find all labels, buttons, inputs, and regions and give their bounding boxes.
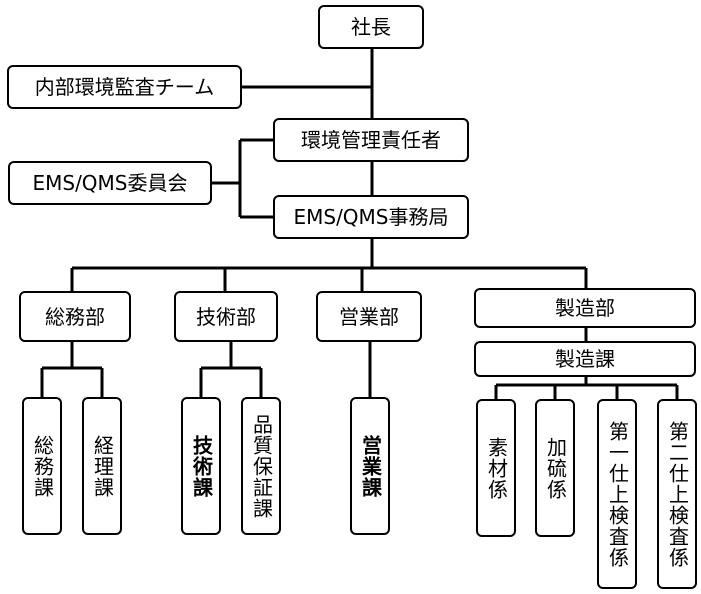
dept-technical: 技術部 [174, 291, 278, 342]
dept-manufacturing: 製造部 [474, 288, 696, 328]
internal-audit-team-box: 内部環境監査チーム [7, 65, 242, 109]
env-manager-box: 環境管理責任者 [273, 118, 469, 162]
team-vulcanization: 加硫係 [535, 399, 575, 537]
dept-sales: 営業部 [316, 291, 422, 342]
section-sales: 営業課 [350, 397, 390, 535]
team-second-finish-inspection: 第二仕上検査係 [657, 399, 697, 589]
team-first-finish-inspection: 第一仕上検査係 [597, 399, 637, 589]
dept-general-affairs: 総務部 [19, 291, 131, 342]
section-technical: 技術課 [181, 397, 221, 535]
ems-committee-box: EMS/QMS委員会 [8, 161, 212, 205]
section-accounting: 経理課 [82, 397, 122, 535]
section-quality-assurance: 品質保証課 [241, 397, 281, 535]
section-manufacturing: 製造課 [474, 341, 696, 377]
ems-office-box: EMS/QMS事務局 [273, 195, 469, 239]
president-box: 社長 [318, 5, 424, 49]
team-material: 素材係 [476, 399, 516, 537]
section-general-affairs: 総務課 [22, 397, 62, 535]
